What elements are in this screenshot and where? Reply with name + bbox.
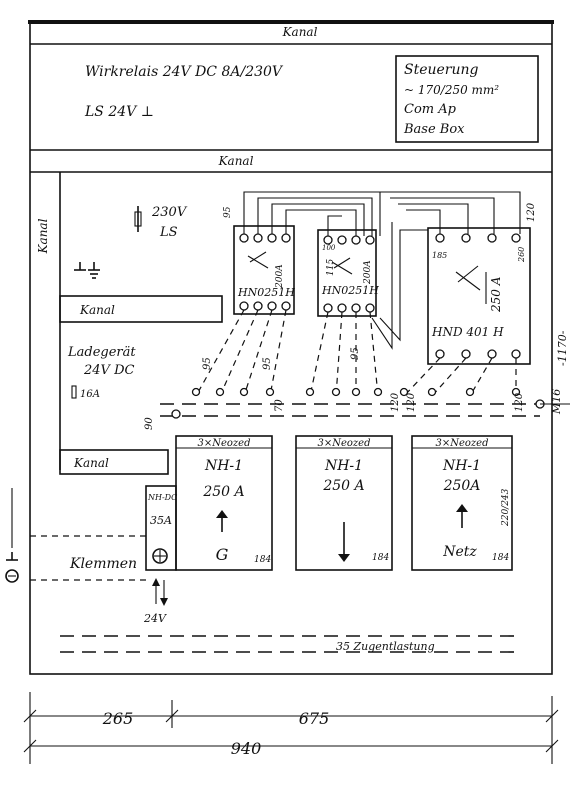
switch-hn2 xyxy=(317,229,377,317)
fuse1-mark: G xyxy=(216,545,229,564)
dim-675-label: 675 xyxy=(299,709,330,728)
zugentlastung-label: 35 Zugentlastung xyxy=(336,640,435,653)
ladegeraet-fuse-symbol xyxy=(71,385,77,399)
fuse2-header: 3×Neozed xyxy=(317,438,370,449)
dim-940-label: 940 xyxy=(231,739,262,758)
switch-hn1 xyxy=(233,225,295,315)
wire-120-c: 120 xyxy=(514,392,525,412)
nh-dc-fuse xyxy=(145,485,177,571)
fuse3-type: NH-1 xyxy=(442,458,481,474)
steuerung-label: Steuerung xyxy=(404,62,479,78)
dimension-lines xyxy=(23,692,559,764)
wire-120-b: 120 xyxy=(406,392,417,412)
ladegeraet-fuse-label: 16A xyxy=(80,389,100,400)
dim-1170-label: -1170- xyxy=(556,330,569,366)
fuse3-number: 184 xyxy=(492,553,509,563)
hn1-rating: 200A xyxy=(275,264,285,289)
kanal-left-label: Kanal xyxy=(36,218,50,254)
hn2-label: HN0251H xyxy=(321,284,379,297)
fuse3-header: 3×Neozed xyxy=(435,438,488,449)
fuse2-number: 184 xyxy=(372,553,389,563)
hn2-rating: 200A xyxy=(363,260,373,285)
wire-95-a: 95 xyxy=(202,357,213,370)
nh-dc-label: NH-DC xyxy=(147,493,177,502)
fuse1-number: 184 xyxy=(254,555,271,565)
ls-24v-label: LS 24V ⊥ xyxy=(84,104,154,120)
hn3-rating: 250 A xyxy=(489,276,503,313)
fuse3-side-label: 220/243 xyxy=(501,488,511,527)
m16-label: M16 xyxy=(550,389,563,415)
hn2-input-label: 100 xyxy=(322,244,336,252)
ladegeraet-voltage-label: 24V DC xyxy=(83,363,134,378)
wire-95-b: 95 xyxy=(262,357,273,370)
wire-90: 90 xyxy=(144,417,155,430)
dc-24v-label: 24V xyxy=(143,612,167,625)
lower-duct xyxy=(59,295,223,323)
wire-95-c: 95 xyxy=(350,347,361,360)
dashed-wiring xyxy=(195,309,517,397)
com-ap-label: Com Ap xyxy=(404,102,457,117)
fuse3-mark: Netz xyxy=(442,544,477,560)
wire-70-a: 70 xyxy=(274,399,285,412)
ground-symbol xyxy=(74,262,100,279)
steuerung-size-label: ~ 170/250 mm² xyxy=(404,83,499,97)
kanal-bottom-label: Kanal xyxy=(73,456,109,470)
kanal-mid-label: Kanal xyxy=(218,154,254,168)
fuse2-type: NH-1 xyxy=(324,458,363,474)
fuse1-type: NH-1 xyxy=(204,458,243,474)
hn3-input2-label: 260 xyxy=(517,247,526,263)
fuse3-rating: 250A xyxy=(443,478,481,494)
base-box-label: Base Box xyxy=(403,122,465,137)
wirkrelais-label: Wirkrelais 24V DC 8A/230V xyxy=(85,64,284,80)
fuse1-rating: 250 A xyxy=(202,484,244,500)
terminal-row xyxy=(160,387,545,419)
external-ground-icon xyxy=(5,488,19,583)
steuerung-box xyxy=(395,55,539,143)
top-wiring xyxy=(243,191,521,350)
ladegeraet-label: Ladegerät xyxy=(67,345,136,360)
fuse1-header: 3×Neozed xyxy=(197,438,250,449)
kanal-top-label: Kanal xyxy=(282,25,318,39)
plus-icon xyxy=(152,548,168,564)
ls230-voltage-label: 230V xyxy=(151,205,188,220)
hn3-label: HND 401 H xyxy=(431,325,504,339)
hn3-input1-label: 185 xyxy=(432,251,447,260)
wire-120-a: 120 xyxy=(390,392,401,412)
fuse-block-3 xyxy=(411,435,513,571)
top-120-label: 120 xyxy=(526,202,537,222)
top-rail xyxy=(28,20,554,24)
hn1-label: HN0251H xyxy=(237,286,295,299)
bottom-duct xyxy=(59,449,169,475)
fuse-block-2 xyxy=(295,435,393,571)
kanal-lower-label: Kanal xyxy=(79,303,115,317)
switch-hn3 xyxy=(427,227,531,365)
dim-265-label: 265 xyxy=(102,709,134,728)
fuse2-rating: 250 A xyxy=(322,478,364,494)
klemmen-label: Klemmen xyxy=(69,556,137,572)
hn1-input-label: 95 xyxy=(223,206,233,218)
ls230-ls-label: LS xyxy=(159,225,178,240)
hn2-input2-label: 115 xyxy=(326,259,336,276)
nh-dc-rating: 35A xyxy=(150,514,172,527)
